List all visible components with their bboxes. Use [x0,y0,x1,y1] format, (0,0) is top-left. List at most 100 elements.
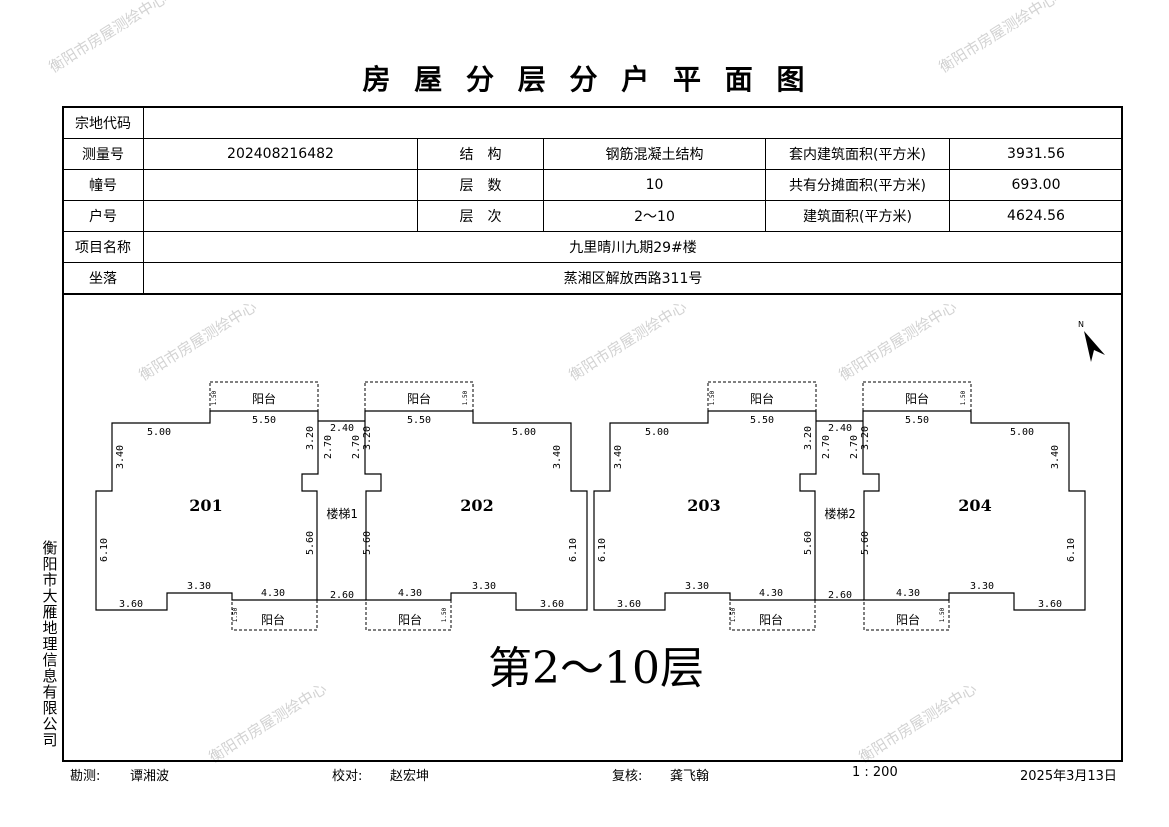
dimension: 3.60 [1038,599,1062,610]
balcony-label: 阳台 [896,612,920,627]
dimension: 5.60 [860,531,871,555]
info-table: 宗地代码 测量号 202408216482 结 构 钢筋混凝土结构 套内建筑面积… [62,106,1123,295]
balcony-top-201 [209,381,319,412]
dimension: 6.10 [1066,538,1077,562]
dimension: 1.50 [232,607,239,622]
stair-label: 楼梯1 [326,506,357,521]
unit-number-204: 204 [958,496,991,515]
location-label: 坐落 [62,262,144,295]
balcony-label: 阳台 [750,391,774,406]
page-title: 房 屋 分 层 分 户 平 面 图 [362,63,807,96]
dimension: 2.70 [821,435,832,459]
dimension: 5.50 [750,415,774,426]
north-arrow-icon [1084,331,1105,362]
balcony-label: 阳台 [252,391,276,406]
balcony-label: 阳台 [261,612,285,627]
unit-number-201: 201 [189,496,222,515]
scale: 1 : 200 [852,765,898,780]
dimension: 5.60 [362,531,373,555]
dimension: 3.20 [305,426,316,450]
dimension: 3.20 [860,426,871,450]
stair-label: 楼梯2 [824,506,855,521]
structure-label: 结 构 [417,138,544,170]
dimension: 1.50 [730,607,737,622]
dimension: 5.00 [1010,427,1034,438]
dimension: 3.30 [970,581,994,592]
dimension: 3.40 [552,445,563,469]
dimension: 5.00 [645,427,669,438]
dimension: 6.10 [99,538,110,562]
dimension: 4.30 [759,588,783,599]
project-value: 九里晴川九期29#楼 [143,231,1123,263]
building-no-value [143,169,418,201]
dimension: 4.30 [261,588,285,599]
dimension: 2.70 [849,435,860,459]
dimension: 5.00 [147,427,171,438]
dimension: 5.50 [252,415,276,426]
unit-number-202: 202 [460,496,493,515]
reviewer-name: 龚飞翰 [670,769,710,784]
dimension: 5.50 [407,415,431,426]
dimension: 1.50 [462,390,469,405]
floors-value: 10 [543,169,766,201]
unit-outline-204 [862,410,1086,611]
dimension: 6.10 [597,538,608,562]
balcony-label: 阳台 [398,612,422,627]
dimension: 4.30 [398,588,422,599]
dimension: 3.20 [803,426,814,450]
surveyor-label: 勘测: [70,769,101,784]
balcony-top-202 [364,381,474,412]
balcony-top-204 [862,381,972,412]
survey-no-label: 测量号 [62,138,144,170]
location-value: 蒸湘区解放西路311号 [143,262,1123,295]
dimension: 1.50 [441,607,448,622]
reviewer-label: 复核: [612,769,643,784]
unit-no-label: 户号 [62,200,144,232]
dimension: 4.30 [896,588,920,599]
project-label: 项目名称 [62,231,144,263]
dimension: 1.50 [211,390,218,405]
balcony-bottom-203 [729,599,816,631]
company-name: 衡阳市大雁地理信息有限公司 [42,539,58,749]
balcony-bottom-204 [863,599,950,631]
unit-outline-202 [364,410,588,611]
dimension: 1.50 [939,607,946,622]
dimension: 5.50 [905,415,929,426]
dimension: 3.40 [115,445,126,469]
dimension: 3.40 [613,445,624,469]
dimension: 1.50 [709,390,716,405]
dimension: 3.30 [685,581,709,592]
dimension: 2.40 [330,423,354,434]
checker-label: 校对: [332,769,363,784]
unit-outline-203 [593,410,817,611]
dimension: 5.60 [803,531,814,555]
unit-outline-201 [95,410,319,611]
dimension: 3.40 [1050,445,1061,469]
date: 2025年3月13日 [1020,769,1117,784]
balcony-label: 阳台 [407,391,431,406]
checker-name: 赵宏坤 [390,769,430,784]
dimension: 2.60 [828,590,852,601]
dimension: 2.70 [351,435,362,459]
floor-label: 第2～10层 [488,643,704,694]
balcony-bottom-201 [231,599,318,631]
inner-area-label: 套内建筑面积(平方米) [765,138,950,170]
dimension: 3.60 [119,599,143,610]
unit-number-203: 203 [687,496,720,515]
shared-area-value: 693.00 [949,169,1123,201]
dimension: 3.30 [472,581,496,592]
inner-area-value: 3931.56 [949,138,1123,170]
dimension: 3.20 [362,426,373,450]
dimension: 6.10 [568,538,579,562]
dimension: 2.70 [323,435,334,459]
dimension: 2.60 [330,590,354,601]
surveyor-name: 谭湘波 [130,769,170,784]
dimension: 1.50 [960,390,967,405]
dimension: 3.30 [187,581,211,592]
shared-area-label: 共有分摊面积(平方米) [765,169,950,201]
dimension: 2.40 [828,423,852,434]
total-area-value: 4624.56 [949,200,1123,232]
dimension: 5.00 [512,427,536,438]
dimension: 3.60 [617,599,641,610]
